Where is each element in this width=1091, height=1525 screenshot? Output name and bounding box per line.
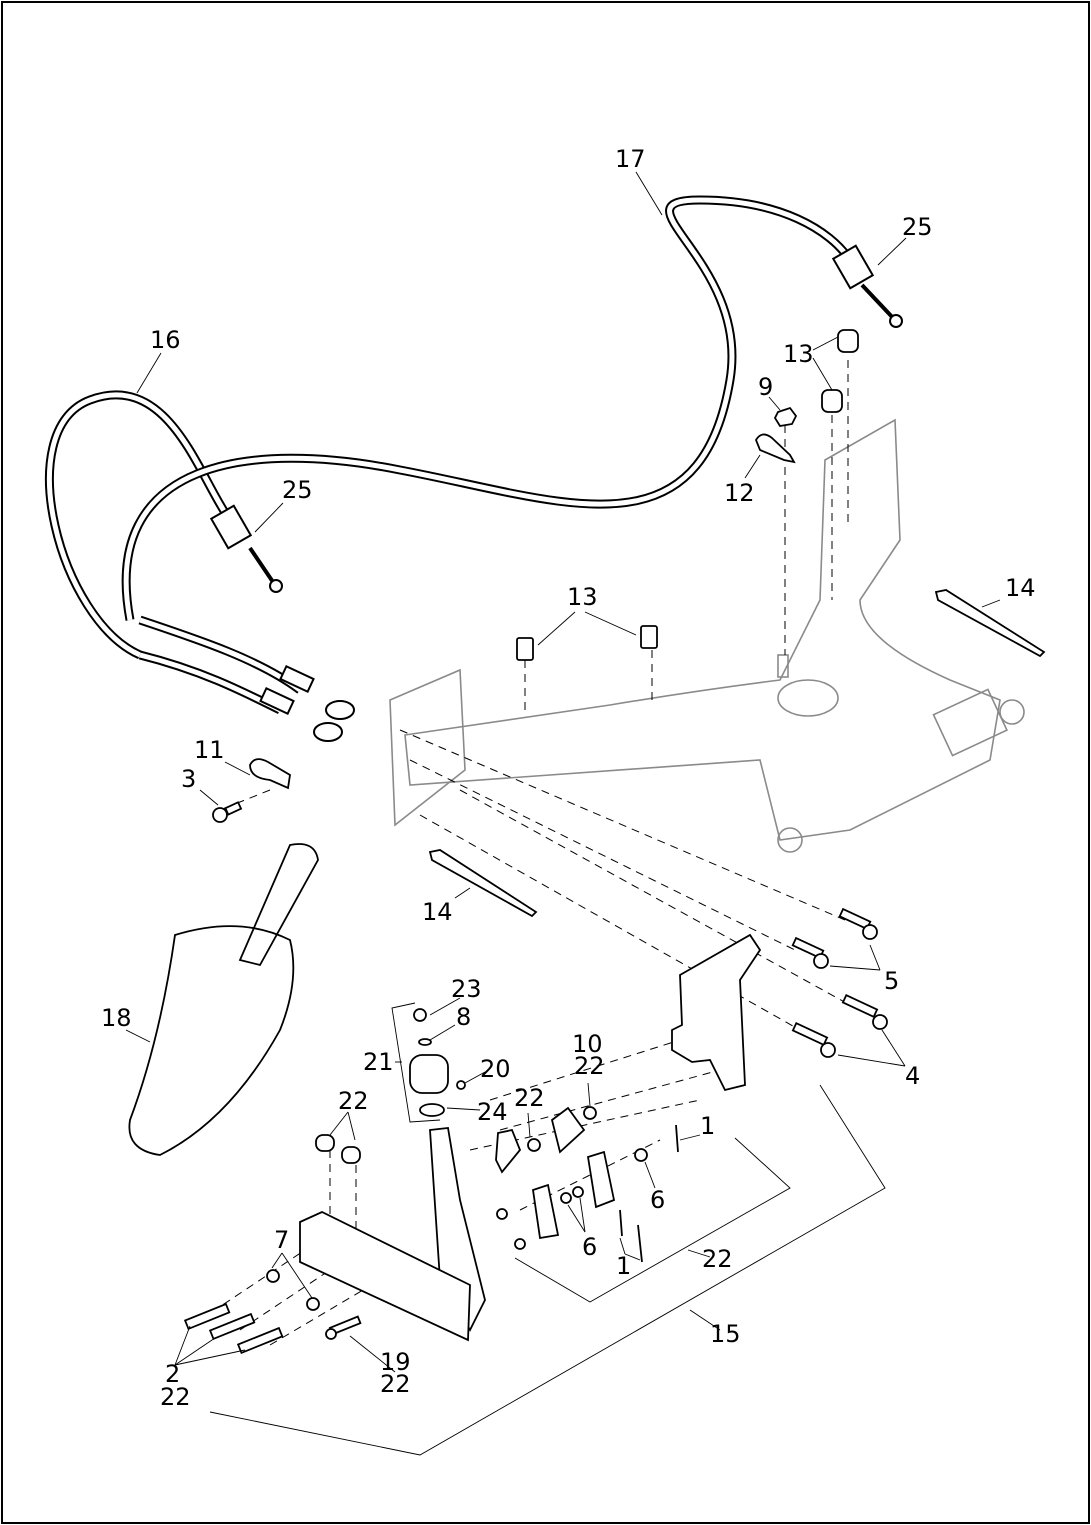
callout-6: 6 [650, 1186, 666, 1214]
callout-14: 14 [1005, 574, 1036, 602]
callout-2: 2 [165, 1360, 181, 1388]
cable-17 [44, 195, 854, 715]
callout-22: 22 [338, 1087, 369, 1115]
cable-end-25-lower [209, 504, 283, 593]
clevis-pin-19 [325, 1315, 362, 1340]
callout-19: 19 [380, 1348, 411, 1376]
screw-3 [212, 801, 243, 823]
callout-22: 22 [380, 1370, 411, 1398]
callout-22: 22 [514, 1084, 545, 1112]
callout-21: 21 [363, 1048, 394, 1076]
callout-6: 6 [582, 1233, 598, 1261]
leader-lines [125, 171, 1001, 1456]
screws-5 [791, 907, 878, 969]
callout-12: 12 [724, 479, 755, 507]
clamp-11 [249, 758, 291, 790]
callout-9: 9 [758, 373, 774, 401]
callout-5: 5 [884, 967, 900, 995]
callout-24: 24 [477, 1098, 508, 1126]
assembly-guide-lines [199, 360, 851, 1346]
screws-4 [791, 993, 888, 1058]
studs-2 [183, 1302, 284, 1355]
callout-3: 3 [181, 765, 197, 793]
boot-18 [128, 925, 295, 1156]
lever-base-plate [299, 1211, 471, 1342]
linkage-parts [495, 1106, 679, 1263]
callout-11: 11 [194, 736, 225, 764]
callout-23: 23 [451, 975, 482, 1003]
callout-16: 16 [150, 326, 181, 354]
cable-clevis-ends [259, 664, 355, 742]
cable-strap-14-left [428, 849, 538, 918]
knob-assembly-21 [409, 1008, 466, 1117]
callout-13: 13 [783, 340, 814, 368]
callout-25: 25 [282, 476, 313, 504]
callout-22: 22 [574, 1052, 605, 1080]
callout-18: 18 [101, 1004, 132, 1032]
callout-8: 8 [456, 1003, 472, 1031]
callout-10: 10 [572, 1030, 603, 1058]
nut-9 [773, 406, 798, 427]
callout-15: 15 [710, 1320, 741, 1348]
callout-22: 22 [702, 1245, 733, 1273]
boot-strap [238, 843, 319, 967]
cable-clip-13-lower [516, 625, 658, 661]
callout-25: 25 [902, 213, 933, 241]
callout-17: 17 [615, 145, 646, 173]
callout-1: 1 [700, 1112, 716, 1140]
support-bracket [671, 933, 762, 1092]
callout-14: 14 [422, 898, 453, 926]
bushings-22 [315, 1134, 361, 1164]
cable-strap-14-right [934, 589, 1046, 658]
mounting-frame [389, 418, 1025, 853]
callout-1: 1 [616, 1252, 632, 1280]
clamp-12 [754, 433, 796, 464]
cable-clip-13-upper [821, 329, 859, 413]
callout-22: 22 [160, 1383, 191, 1411]
cable-end-25-upper [831, 244, 903, 328]
callout-20: 20 [480, 1055, 511, 1083]
washers-7 [266, 1269, 320, 1311]
callout-13: 13 [567, 583, 598, 611]
callout-7: 7 [274, 1226, 290, 1254]
callout-4: 4 [905, 1062, 921, 1090]
